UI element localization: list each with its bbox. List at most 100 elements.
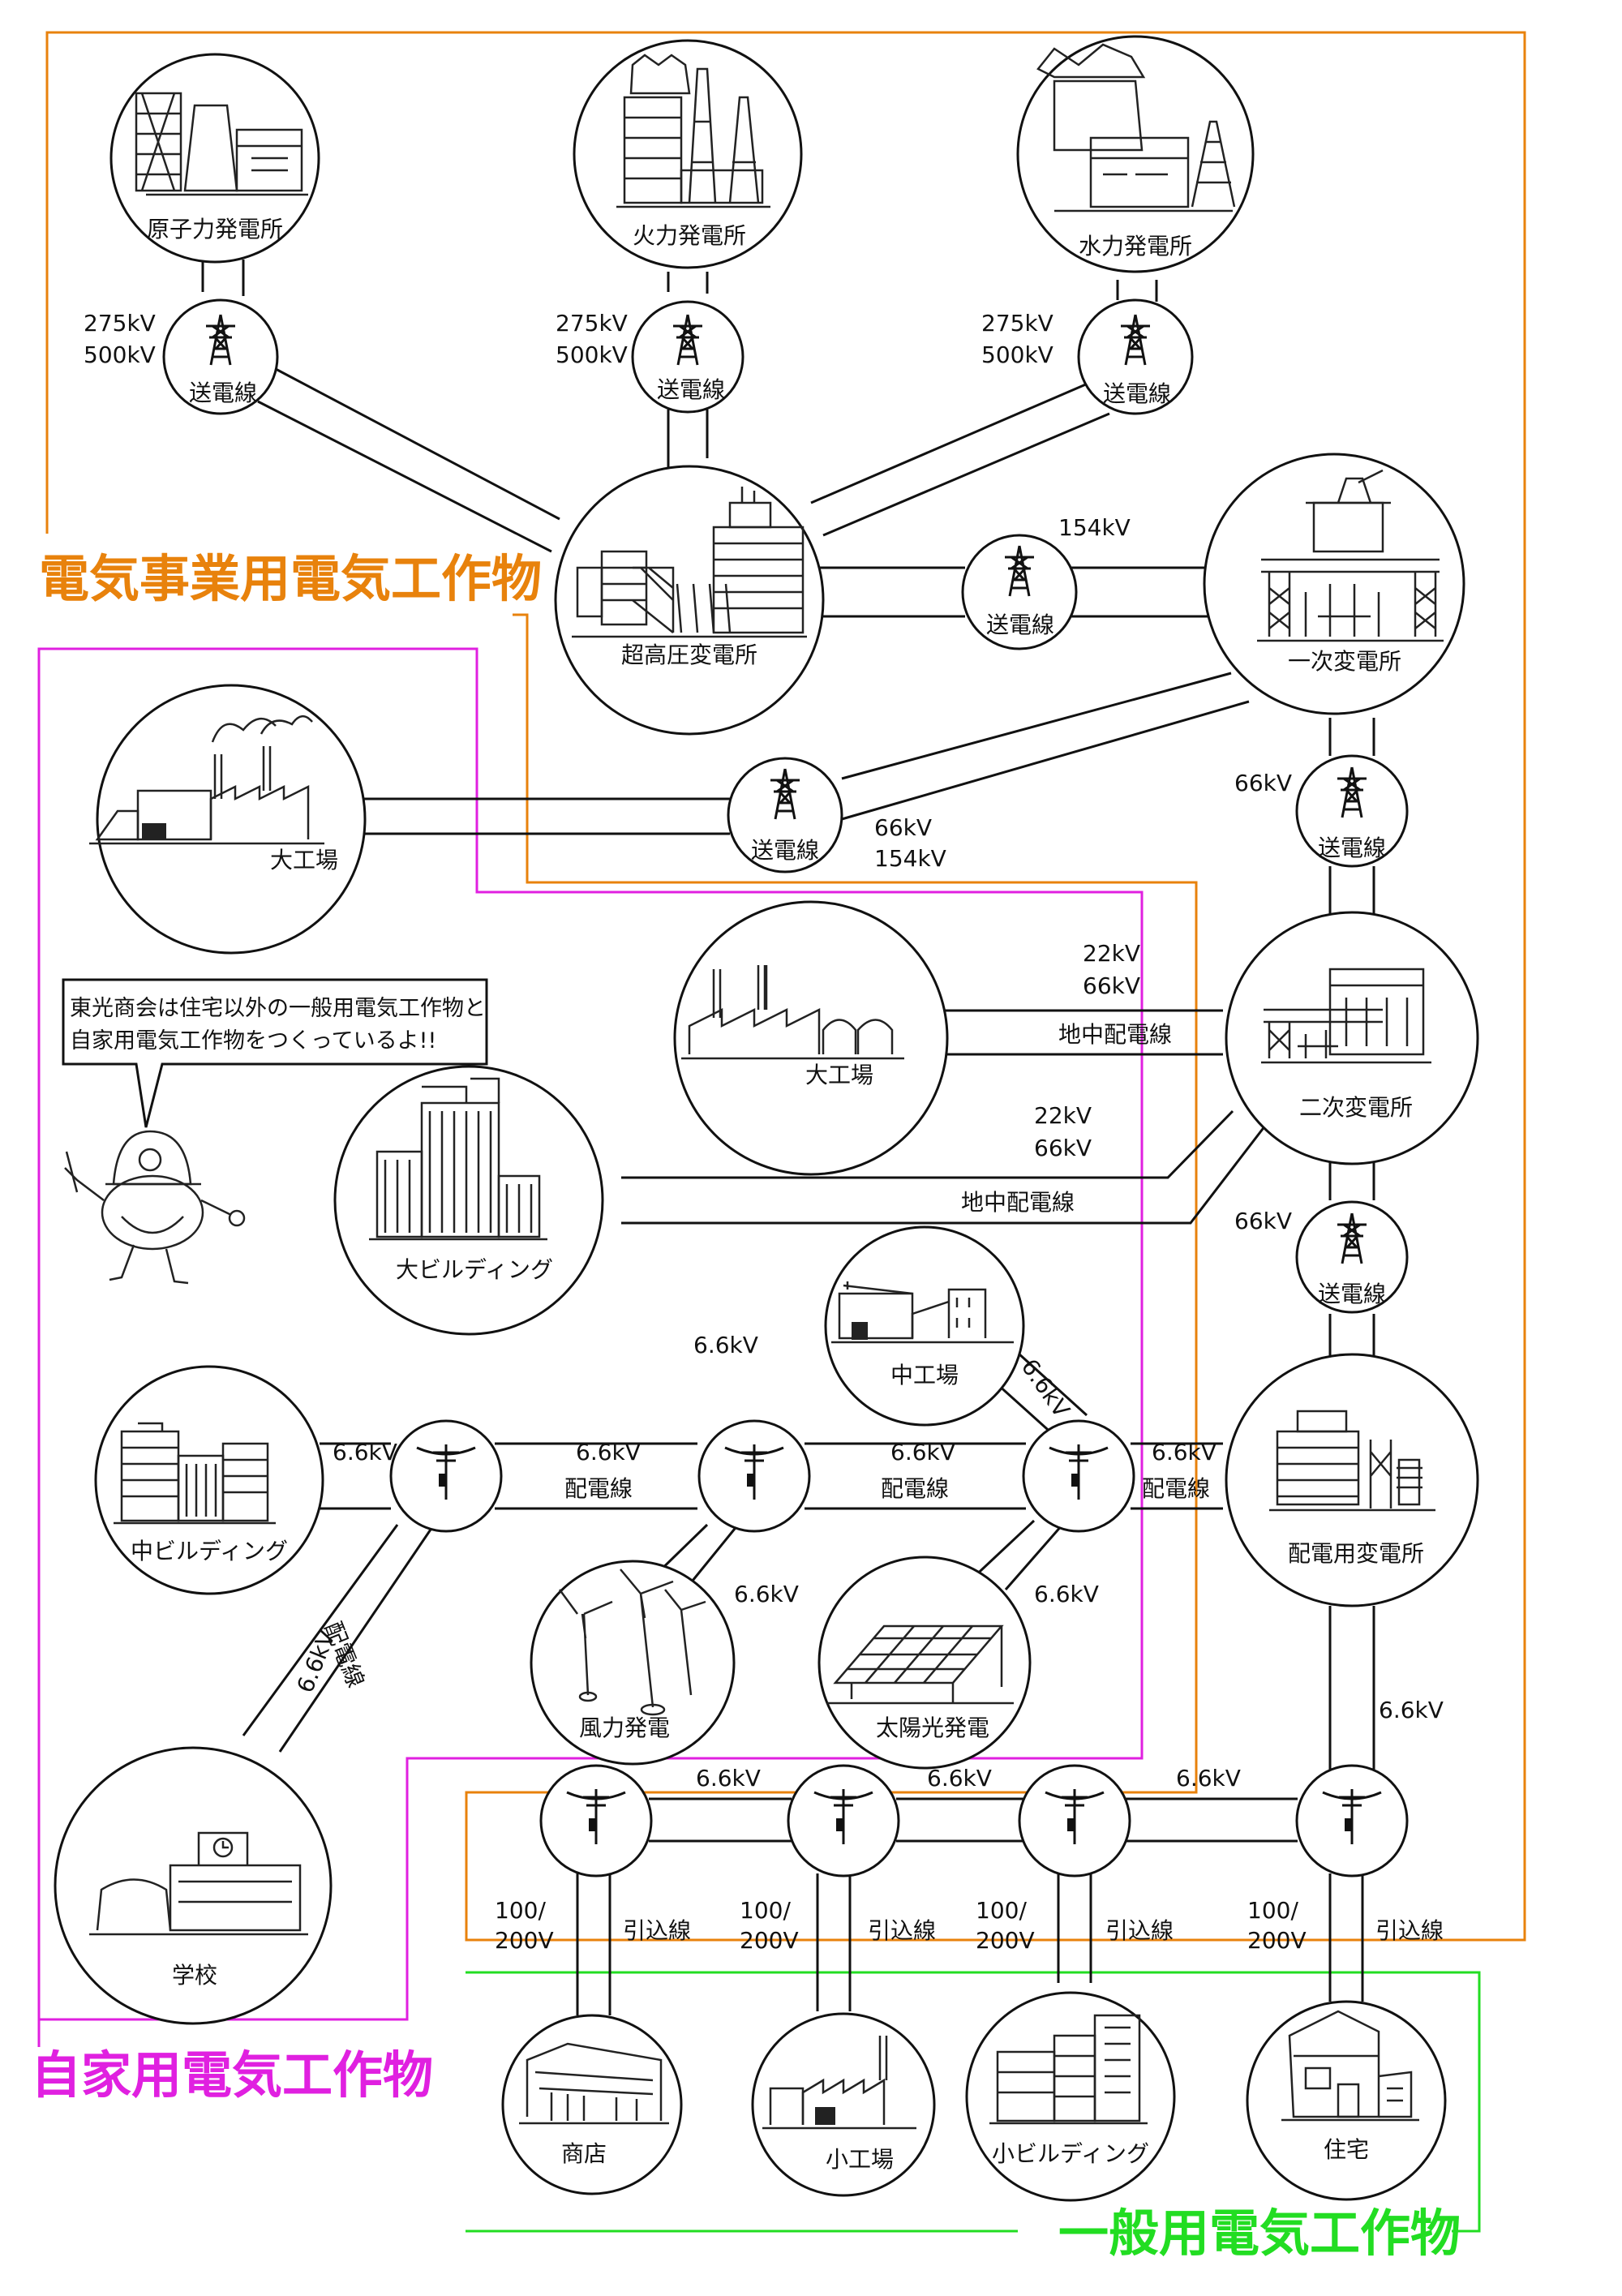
- private-boundary: [37, 647, 1144, 2047]
- voltage-6.6kv-midfactory: 6.6kV: [1016, 1354, 1075, 1422]
- transmission-label: 送電線: [189, 380, 257, 406]
- service-pole-3: [1018, 1764, 1131, 1878]
- voltage-200v-shop: 200V: [495, 1927, 554, 1954]
- voltage-6.6kv-substation-down: 6.6kV: [1379, 1697, 1444, 1723]
- small-factory-illustration: [762, 2036, 916, 2130]
- small-building-node: 小ビルディング: [965, 1991, 1176, 2202]
- underground-line-label-1: 地中配電線: [1058, 1021, 1172, 1048]
- voltage-6.6kv-dist2: 6.6kV: [890, 1439, 955, 1466]
- voltage-66kv-factory2: 66kV: [1083, 972, 1140, 999]
- voltage-6.6kv-wind: 6.6kV: [734, 1581, 799, 1607]
- nuclear-label: 原子力発電所: [147, 216, 283, 242]
- transmission-node-thermal: 送電線: [631, 300, 744, 414]
- house-label: 住宅: [1324, 2136, 1369, 2163]
- large-factory-2-node: 大工場: [673, 900, 949, 1176]
- secondary-substation-label: 二次変電所: [1299, 1094, 1413, 1121]
- voltage-22kv-building: 22kV: [1034, 1102, 1092, 1129]
- transmission-node-primary-secondary: 送電線: [1295, 754, 1409, 868]
- large-building-label: 大ビルディング: [396, 1256, 553, 1283]
- small-building-label: 小ビルディング: [992, 2140, 1149, 2167]
- distribution-substation-illustration: [1269, 1410, 1435, 1512]
- ultra-high-substation-node: 超高圧変電所: [554, 465, 825, 736]
- voltage-6.6kv-dist1: 6.6kV: [576, 1439, 641, 1466]
- large-factory-2-illustration: [681, 965, 904, 1060]
- voltage-6.6kv-general1: 6.6kV: [696, 1765, 761, 1792]
- general-category-label: 一般用電気工作物: [1058, 2204, 1461, 2263]
- service-drop-label-house: 引込線: [1375, 1917, 1444, 1944]
- voltage-100v-shop: 100/: [495, 1897, 546, 1924]
- large-factory-2-label: 大工場: [805, 1062, 873, 1088]
- large-building-illustration: [369, 1077, 547, 1241]
- speech-bubble-line1: 東光商会は住宅以外の一般用電気工作物と: [70, 996, 486, 1021]
- transmission-node-154kv: 送電線: [961, 534, 1078, 650]
- voltage-66kv-building: 66kV: [1034, 1135, 1092, 1161]
- shop-illustration: [519, 2042, 669, 2125]
- voltage-500kv-hydro: 500kV: [981, 341, 1053, 368]
- hydro-plant-illustration: [1036, 43, 1236, 212]
- medium-factory-illustration: [831, 1281, 1014, 1344]
- hydro-label: 水力発電所: [1079, 233, 1192, 260]
- mascot-character: [64, 1130, 246, 1285]
- medium-building-node: 中ビルディング: [94, 1365, 324, 1595]
- voltage-200v-smallbuilding: 200V: [976, 1927, 1035, 1954]
- wind-power-label: 風力発電: [579, 1714, 670, 1741]
- voltage-66kv-factory: 66kV: [874, 814, 932, 841]
- distribution-substation-node: 配電用変電所: [1225, 1353, 1479, 1607]
- transmission-label: 送電線: [1318, 835, 1386, 861]
- wind-power-illustration: [558, 1569, 706, 1716]
- distribution-pole-3: [1022, 1419, 1135, 1533]
- distribution-line-label-2: 配電線: [881, 1475, 949, 1502]
- voltage-275kv-nuclear: 275kV: [84, 310, 156, 337]
- utility-category-label: 電気事業用電気工作物: [39, 549, 542, 608]
- voltage-200v-smallfactory: 200V: [740, 1927, 799, 1954]
- large-building-node: 大ビルディング: [333, 1065, 604, 1336]
- voltage-154kv-uhv: 154kV: [1058, 514, 1131, 541]
- thermal-plant-illustration: [616, 54, 770, 208]
- medium-building-illustration: [114, 1422, 276, 1525]
- primary-substation-node: 一次変電所: [1203, 453, 1465, 715]
- speech-bubble: 東光商会は住宅以外の一般用電気工作物と 自家用電気工作物をつくっているよ!!: [62, 978, 488, 1128]
- service-pole-2: [787, 1764, 900, 1878]
- transmission-node-nuclear: 送電線: [162, 298, 279, 415]
- ultra-high-substation-label: 超高圧変電所: [621, 642, 757, 668]
- service-drop-label-smallbuilding: 引込線: [1105, 1917, 1174, 1944]
- voltage-6.6kv-dist3: 6.6kV: [1152, 1439, 1216, 1466]
- hydro-plant-node: 水力発電所: [1016, 35, 1255, 273]
- voltage-500kv-thermal: 500kV: [556, 341, 628, 368]
- shop-node: 商店: [501, 2014, 683, 2195]
- distribution-substation-label: 配電用変電所: [1288, 1540, 1424, 1567]
- voltage-100v-smallbuilding: 100/: [976, 1897, 1027, 1924]
- medium-factory-label: 中工場: [890, 1362, 959, 1388]
- utility-boundary: [45, 31, 1526, 1942]
- large-factory-1-node: 大工場: [89, 684, 367, 955]
- primary-substation-label: 一次変電所: [1288, 648, 1401, 675]
- shop-label: 商店: [561, 2140, 607, 2167]
- voltage-66kv-secondary: 66kV: [1234, 1208, 1292, 1234]
- voltage-154kv-factory: 154kV: [874, 845, 946, 872]
- small-factory-label: 小工場: [826, 2146, 894, 2173]
- distribution-pole-1: [389, 1419, 503, 1533]
- large-factory-1-label: 大工場: [270, 847, 338, 873]
- solar-power-node: 太陽光発電: [817, 1556, 1032, 1770]
- distribution-line-label-1: 配電線: [564, 1475, 633, 1502]
- service-drop-label-shop: 引込線: [623, 1917, 691, 1944]
- distribution-line-label-3: 配電線: [1142, 1475, 1210, 1502]
- voltage-6.6kv-medbuilding: 6.6kV: [333, 1439, 397, 1466]
- house-illustration: [1281, 2010, 1419, 2122]
- transmission-label: 送電線: [1103, 380, 1171, 407]
- thermal-plant-node: 火力発電所: [573, 39, 803, 269]
- large-factory-1-illustration: [89, 715, 324, 845]
- voltage-275kv-thermal: 275kV: [556, 310, 628, 337]
- voltage-100v-smallfactory: 100/: [740, 1897, 791, 1924]
- nuclear-plant-node: 原子力発電所: [109, 53, 320, 264]
- voltage-6.6kv-general2: 6.6kV: [927, 1765, 992, 1792]
- transmission-node-hydro: 送電線: [1077, 298, 1194, 415]
- underground-line-label-2: 地中配電線: [961, 1189, 1075, 1216]
- ultra-high-substation-illustration: [572, 487, 807, 638]
- transmission-node-secondary-distribution: 送電線: [1295, 1200, 1409, 1314]
- solar-power-label: 太陽光発電: [876, 1714, 989, 1741]
- secondary-substation-illustration: [1261, 968, 1431, 1064]
- voltage-200v-house: 200V: [1247, 1927, 1307, 1954]
- voltage-6.6kv-general3: 6.6kV: [1176, 1765, 1241, 1792]
- general-boundary: [466, 1971, 1481, 2233]
